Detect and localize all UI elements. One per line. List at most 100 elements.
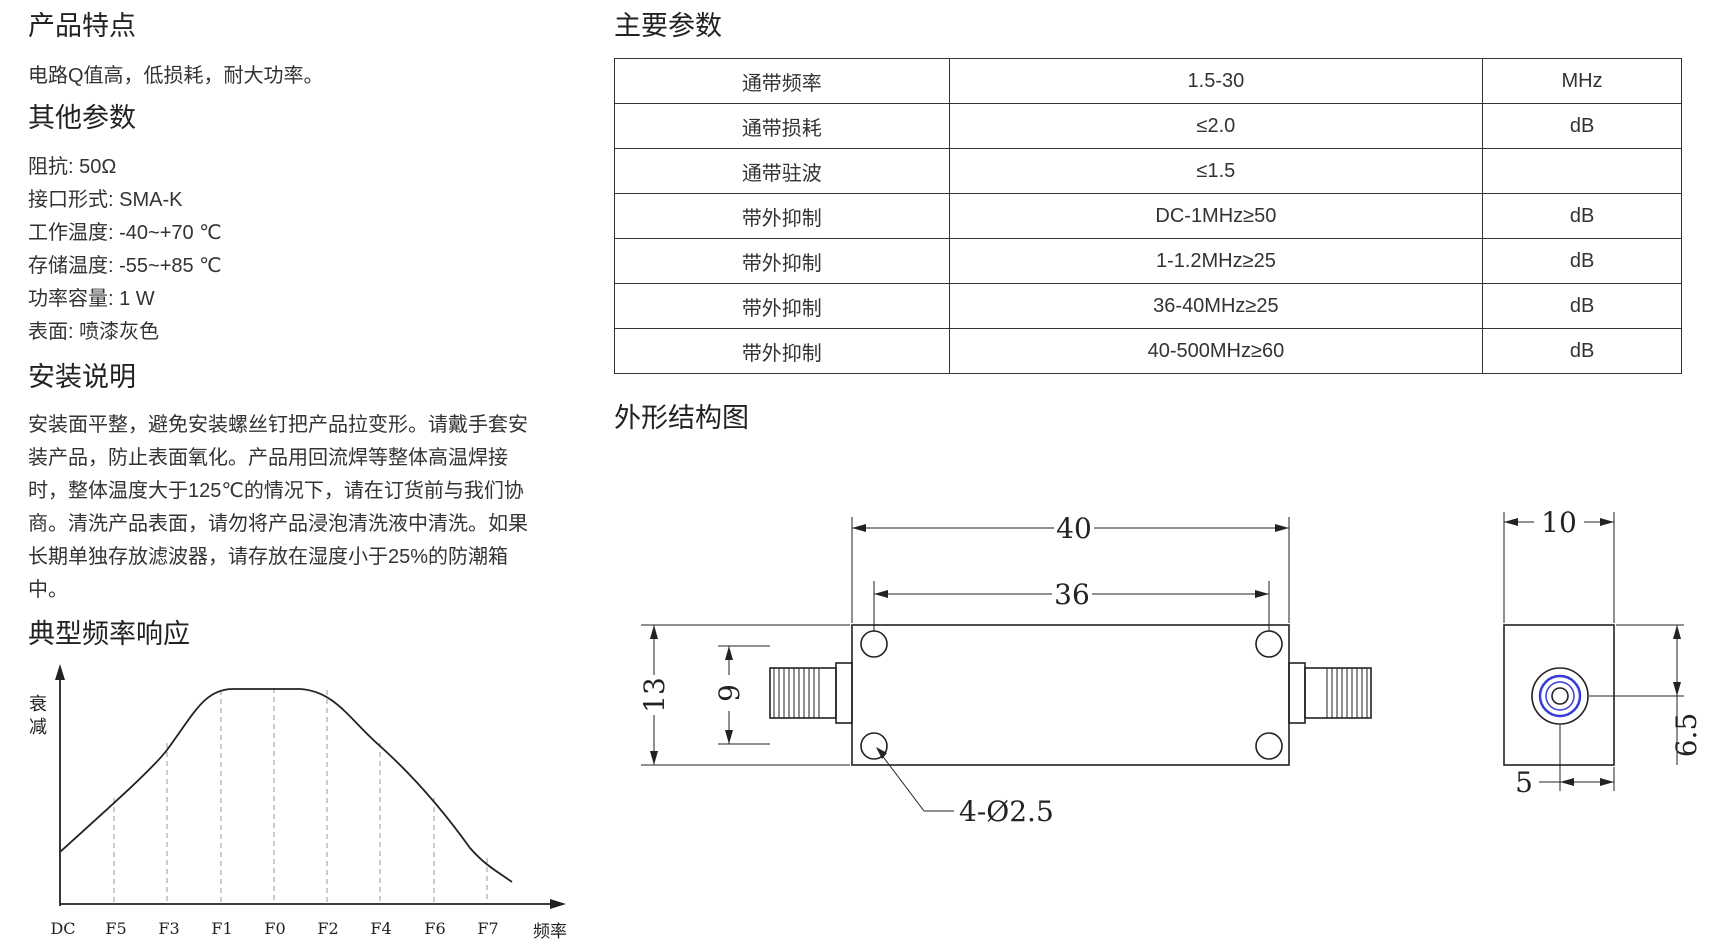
param-value: ≤1.5 (948, 148, 1484, 194)
param-unit: dB (1482, 193, 1682, 239)
y-label: 衰 (29, 694, 47, 715)
dim-side-height (1589, 624, 1684, 765)
tick-label: F2 (317, 919, 338, 938)
param-unit: dB (1482, 328, 1682, 374)
param-unit: dB (1482, 238, 1682, 284)
dim-hole-spacing (873, 581, 1270, 631)
left-connector (769, 667, 837, 719)
side-body (1503, 624, 1615, 766)
tick-label: F3 (158, 919, 179, 938)
param-name: 通带频率 (614, 58, 950, 104)
outline-title: 外形结构图 (614, 403, 749, 433)
install-line: 长期单独存放滤波器，请存放在湿度小于25%的防潮箱 (28, 546, 509, 568)
side-connector-inner (1545, 681, 1575, 711)
param-value: 1-1.2MHz≥25 (948, 238, 1484, 284)
spec-impedance: 阻抗: 50Ω (28, 156, 117, 178)
side-view (1503, 624, 1615, 766)
spec-surface: 表面: 喷漆灰色 (28, 321, 160, 343)
tick-label: F0 (264, 919, 285, 938)
dim-side-height-label: 6.5 (1670, 713, 1703, 758)
param-unit: dB (1482, 283, 1682, 329)
spec-connector: 接口形式: SMA-K (28, 189, 183, 211)
outline-drawing: 40 36 13 9 4-Ø2.5 (638, 506, 1703, 828)
spec-storage-temp: 存储温度: -55~+85 ℃ (28, 255, 222, 277)
mount-hole (1255, 630, 1283, 658)
tick-label: F6 (424, 919, 445, 938)
install-line: 时，整体温度大于125℃的情况下，请在订货前与我们协 (28, 480, 524, 502)
table-row: 带外抑制 1-1.2MHz≥25 dB (614, 238, 1682, 284)
dim-holes-label: 4-Ø2.5 (959, 795, 1054, 828)
other-params-title: 其他参数 (28, 103, 136, 133)
tick-label: F7 (477, 919, 498, 938)
table-row: 通带损耗 ≤2.0 dB (614, 103, 1682, 149)
tick-label: DC (50, 919, 75, 938)
right-connector-flange (1288, 662, 1306, 724)
param-name: 通带驻波 (614, 148, 950, 194)
guide-lines (113, 688, 488, 904)
spec-power: 功率容量: 1 W (28, 288, 155, 310)
response-curve (59, 688, 513, 883)
param-value: 40-500MHz≥60 (948, 328, 1484, 374)
left-connector-flange (835, 662, 853, 724)
param-name: 带外抑制 (614, 238, 950, 284)
connector-threads (773, 668, 1368, 718)
other-params-list: 阻抗: 50Ω 接口形式: SMA-K 工作温度: -40~+70 ℃ 存储温度… (28, 151, 222, 349)
frequency-response-diagram: 衰 减 DC F5 F3 F1 F0 F2 F4 F6 F7 频率 (29, 664, 567, 942)
dim-holes-leader (876, 747, 954, 812)
tick-label: F1 (211, 919, 232, 938)
dim-height (641, 624, 850, 766)
x-axis-arrow (550, 899, 566, 909)
main-params-title: 主要参数 (614, 11, 722, 41)
y-label: 减 (29, 717, 47, 738)
table-row: 通带驻波 ≤1.5 (614, 148, 1682, 194)
dim-connector-label: 9 (713, 684, 746, 702)
table-row: 带外抑制 40-500MHz≥60 dB (614, 328, 1682, 374)
param-value: ≤2.0 (948, 103, 1484, 149)
mount-hole (860, 732, 888, 760)
y-axis-arrow (55, 664, 65, 680)
features-title: 产品特点 (28, 11, 136, 41)
dim-width-label: 10 (1541, 506, 1577, 539)
install-title: 安装说明 (28, 362, 136, 392)
param-unit: MHz (1482, 58, 1682, 104)
side-connector-pin (1551, 687, 1569, 705)
param-name: 带外抑制 (614, 283, 950, 329)
table-row: 通带频率 1.5-30 MHz (614, 58, 1682, 104)
dim-hole-spacing-label: 36 (1054, 578, 1090, 611)
param-value: DC-1MHz≥50 (948, 193, 1484, 239)
params-table: 通带频率 1.5-30 MHz 通带损耗 ≤2.0 dB 通带驻波 ≤1.5 带… (614, 58, 1682, 374)
right-connector (1304, 667, 1372, 719)
x-label: 频率 (533, 922, 567, 942)
response-title: 典型频率响应 (28, 619, 190, 649)
mount-hole (860, 630, 888, 658)
tick-label: F5 (105, 919, 126, 938)
param-name: 带外抑制 (614, 193, 950, 239)
dim-length-label: 40 (1056, 512, 1092, 545)
param-name: 通带损耗 (614, 103, 950, 149)
side-connector-outer (1531, 667, 1589, 725)
dim-connector (718, 645, 770, 745)
install-text: 安装面平整，避免安装螺丝钉把产品拉变形。请戴手套安 装产品，防止表面氧化。产品用… (28, 409, 528, 607)
dim-height-label: 13 (638, 677, 671, 713)
x-ticks: DC F5 F3 F1 F0 F2 F4 F6 F7 (50, 919, 498, 938)
install-line: 商。清洗产品表面，请勿将产品浸泡清洗液中清洗。如果 (28, 513, 528, 535)
dim-side-offset (1539, 725, 1615, 791)
param-value: 36-40MHz≥25 (948, 283, 1484, 329)
table-row: 带外抑制 DC-1MHz≥50 dB (614, 193, 1682, 239)
dim-side-offset-label: 5 (1515, 766, 1533, 799)
features-text: 电路Q值高，低损耗，耐大功率。 (28, 65, 324, 87)
install-line: 装产品，防止表面氧化。产品用回流焊等整体高温焊接 (28, 447, 508, 469)
dim-length (851, 517, 1290, 623)
param-unit (1482, 148, 1682, 194)
param-name: 带外抑制 (614, 328, 950, 374)
side-connector-ring (1538, 674, 1582, 718)
param-unit: dB (1482, 103, 1682, 149)
install-line: 安装面平整，避免安装螺丝钉把产品拉变形。请戴手套安 (28, 414, 528, 436)
table-row: 带外抑制 36-40MHz≥25 dB (614, 283, 1682, 329)
mount-hole (1255, 732, 1283, 760)
param-value: 1.5-30 (948, 58, 1484, 104)
filter-body (851, 624, 1290, 766)
install-line: 中。 (28, 579, 68, 601)
tick-label: F4 (370, 919, 391, 938)
spec-operating-temp: 工作温度: -40~+70 ℃ (28, 222, 222, 244)
